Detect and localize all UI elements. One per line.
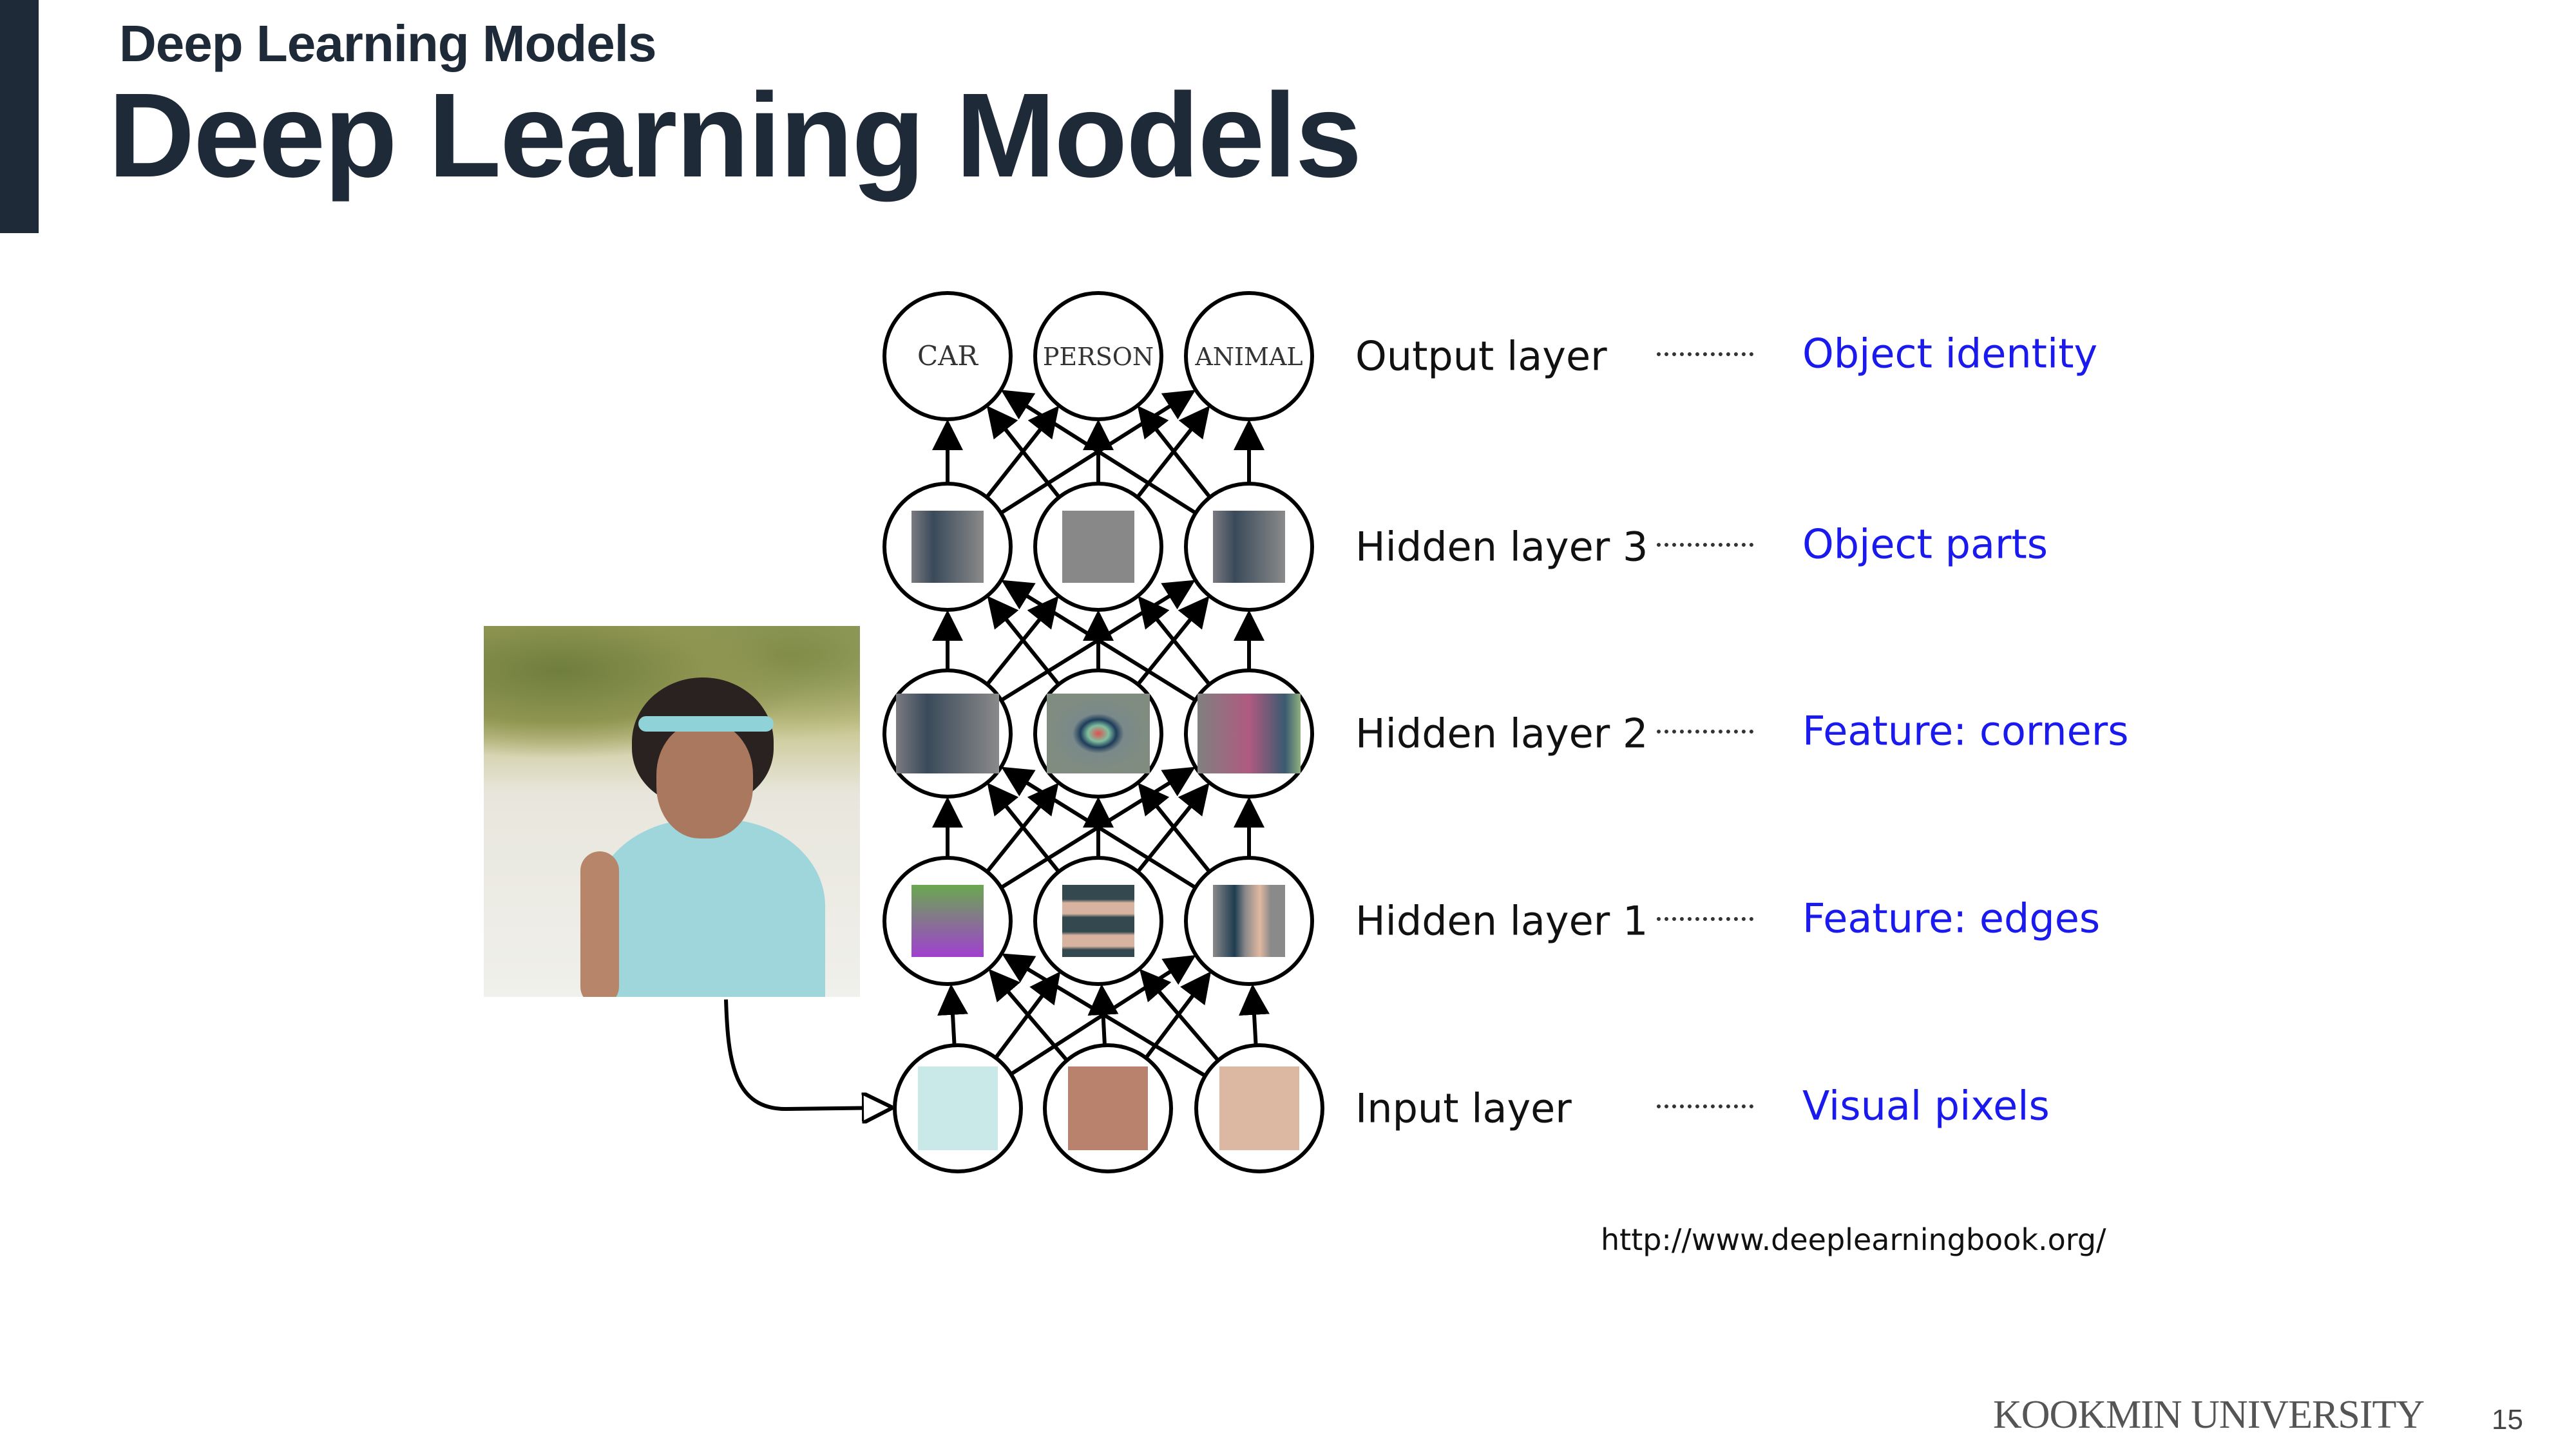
neuron-node [1033, 856, 1163, 986]
section-title: Deep Learning Models [119, 15, 656, 72]
layer-label: Input layer [1355, 1084, 1572, 1132]
connection-arrow [1001, 953, 1207, 1078]
feature-visualization [911, 511, 984, 583]
neuron-node [883, 668, 1013, 799]
layer-label: Hidden layer 3 [1355, 523, 1648, 571]
neuron-node [883, 482, 1013, 612]
neuron-node: ANIMAL [1184, 291, 1314, 421]
feature-visualization [1197, 694, 1301, 773]
page-title: Deep Learning Models [108, 69, 1362, 202]
feature-visualization [911, 885, 984, 957]
layer-description: Feature: corners [1802, 707, 2129, 755]
neuron-node: CAR [883, 291, 1013, 421]
connection-arrow [988, 969, 1069, 1062]
dotted-leader [1657, 1104, 1753, 1108]
neuron-node [1184, 856, 1314, 986]
connection-arrow [987, 596, 1060, 686]
layer-label: Hidden layer 1 [1355, 897, 1648, 945]
connection-arrow [1138, 596, 1211, 686]
neuron-node [1184, 482, 1314, 612]
connection-arrow [937, 983, 968, 1046]
neuron-node [1043, 1043, 1173, 1173]
dotted-leader [1657, 352, 1753, 356]
feature-visualization [1047, 694, 1150, 773]
pixel-swatch [918, 1066, 998, 1150]
output-node-label: ANIMAL [1194, 343, 1302, 371]
connection-arrow [1138, 782, 1211, 873]
connection-arrow [1000, 390, 1197, 515]
connection-arrow [1139, 969, 1220, 1062]
layer-description: Visual pixels [1802, 1082, 2050, 1130]
connection-arrow [986, 405, 1061, 498]
pixel-swatch [1219, 1066, 1299, 1150]
neuron-node [1033, 668, 1163, 799]
output-node-label: CAR [917, 340, 978, 372]
connection-arrow [1144, 971, 1212, 1059]
dotted-leader [1657, 917, 1753, 921]
feature-visualization [1062, 885, 1134, 957]
university-logo-text: KOOKMIN UNIVERSITY [1993, 1393, 2425, 1437]
connection-arrow [987, 782, 1060, 873]
layer-label: Hidden layer 2 [1355, 710, 1648, 757]
neuron-node [1194, 1043, 1324, 1173]
layer-description: Object parts [1802, 520, 2048, 568]
feature-visualization [1213, 511, 1285, 583]
input-photo [484, 626, 860, 997]
neuron-node: PERSON [1033, 291, 1163, 421]
connection-arrow [1001, 580, 1197, 702]
photo-to-input-arrow [724, 999, 889, 1109]
dotted-leader [1657, 543, 1753, 547]
feature-visualization [1062, 511, 1134, 583]
page-number: 15 [2492, 1404, 2523, 1435]
source-url[interactable]: http://www.deeplearningbook.org/ [1601, 1222, 2106, 1257]
layer-description: Feature: edges [1802, 895, 2101, 942]
neuron-node [883, 856, 1013, 986]
neuron-node [1033, 482, 1163, 612]
layer-description: Object identity [1802, 330, 2098, 377]
feature-visualization [896, 694, 999, 773]
connection-arrow [1001, 766, 1197, 889]
layer-label: Output layer [1355, 332, 1607, 380]
neuron-node [893, 1043, 1023, 1173]
connection-arrow [1137, 405, 1212, 498]
dotted-leader [1657, 730, 1753, 734]
pixel-swatch [1068, 1066, 1148, 1150]
output-node-label: PERSON [1043, 343, 1154, 371]
neuron-node [1184, 668, 1314, 799]
connection-arrow [1239, 983, 1270, 1046]
accent-bar [0, 0, 39, 233]
feature-visualization [1213, 885, 1285, 957]
